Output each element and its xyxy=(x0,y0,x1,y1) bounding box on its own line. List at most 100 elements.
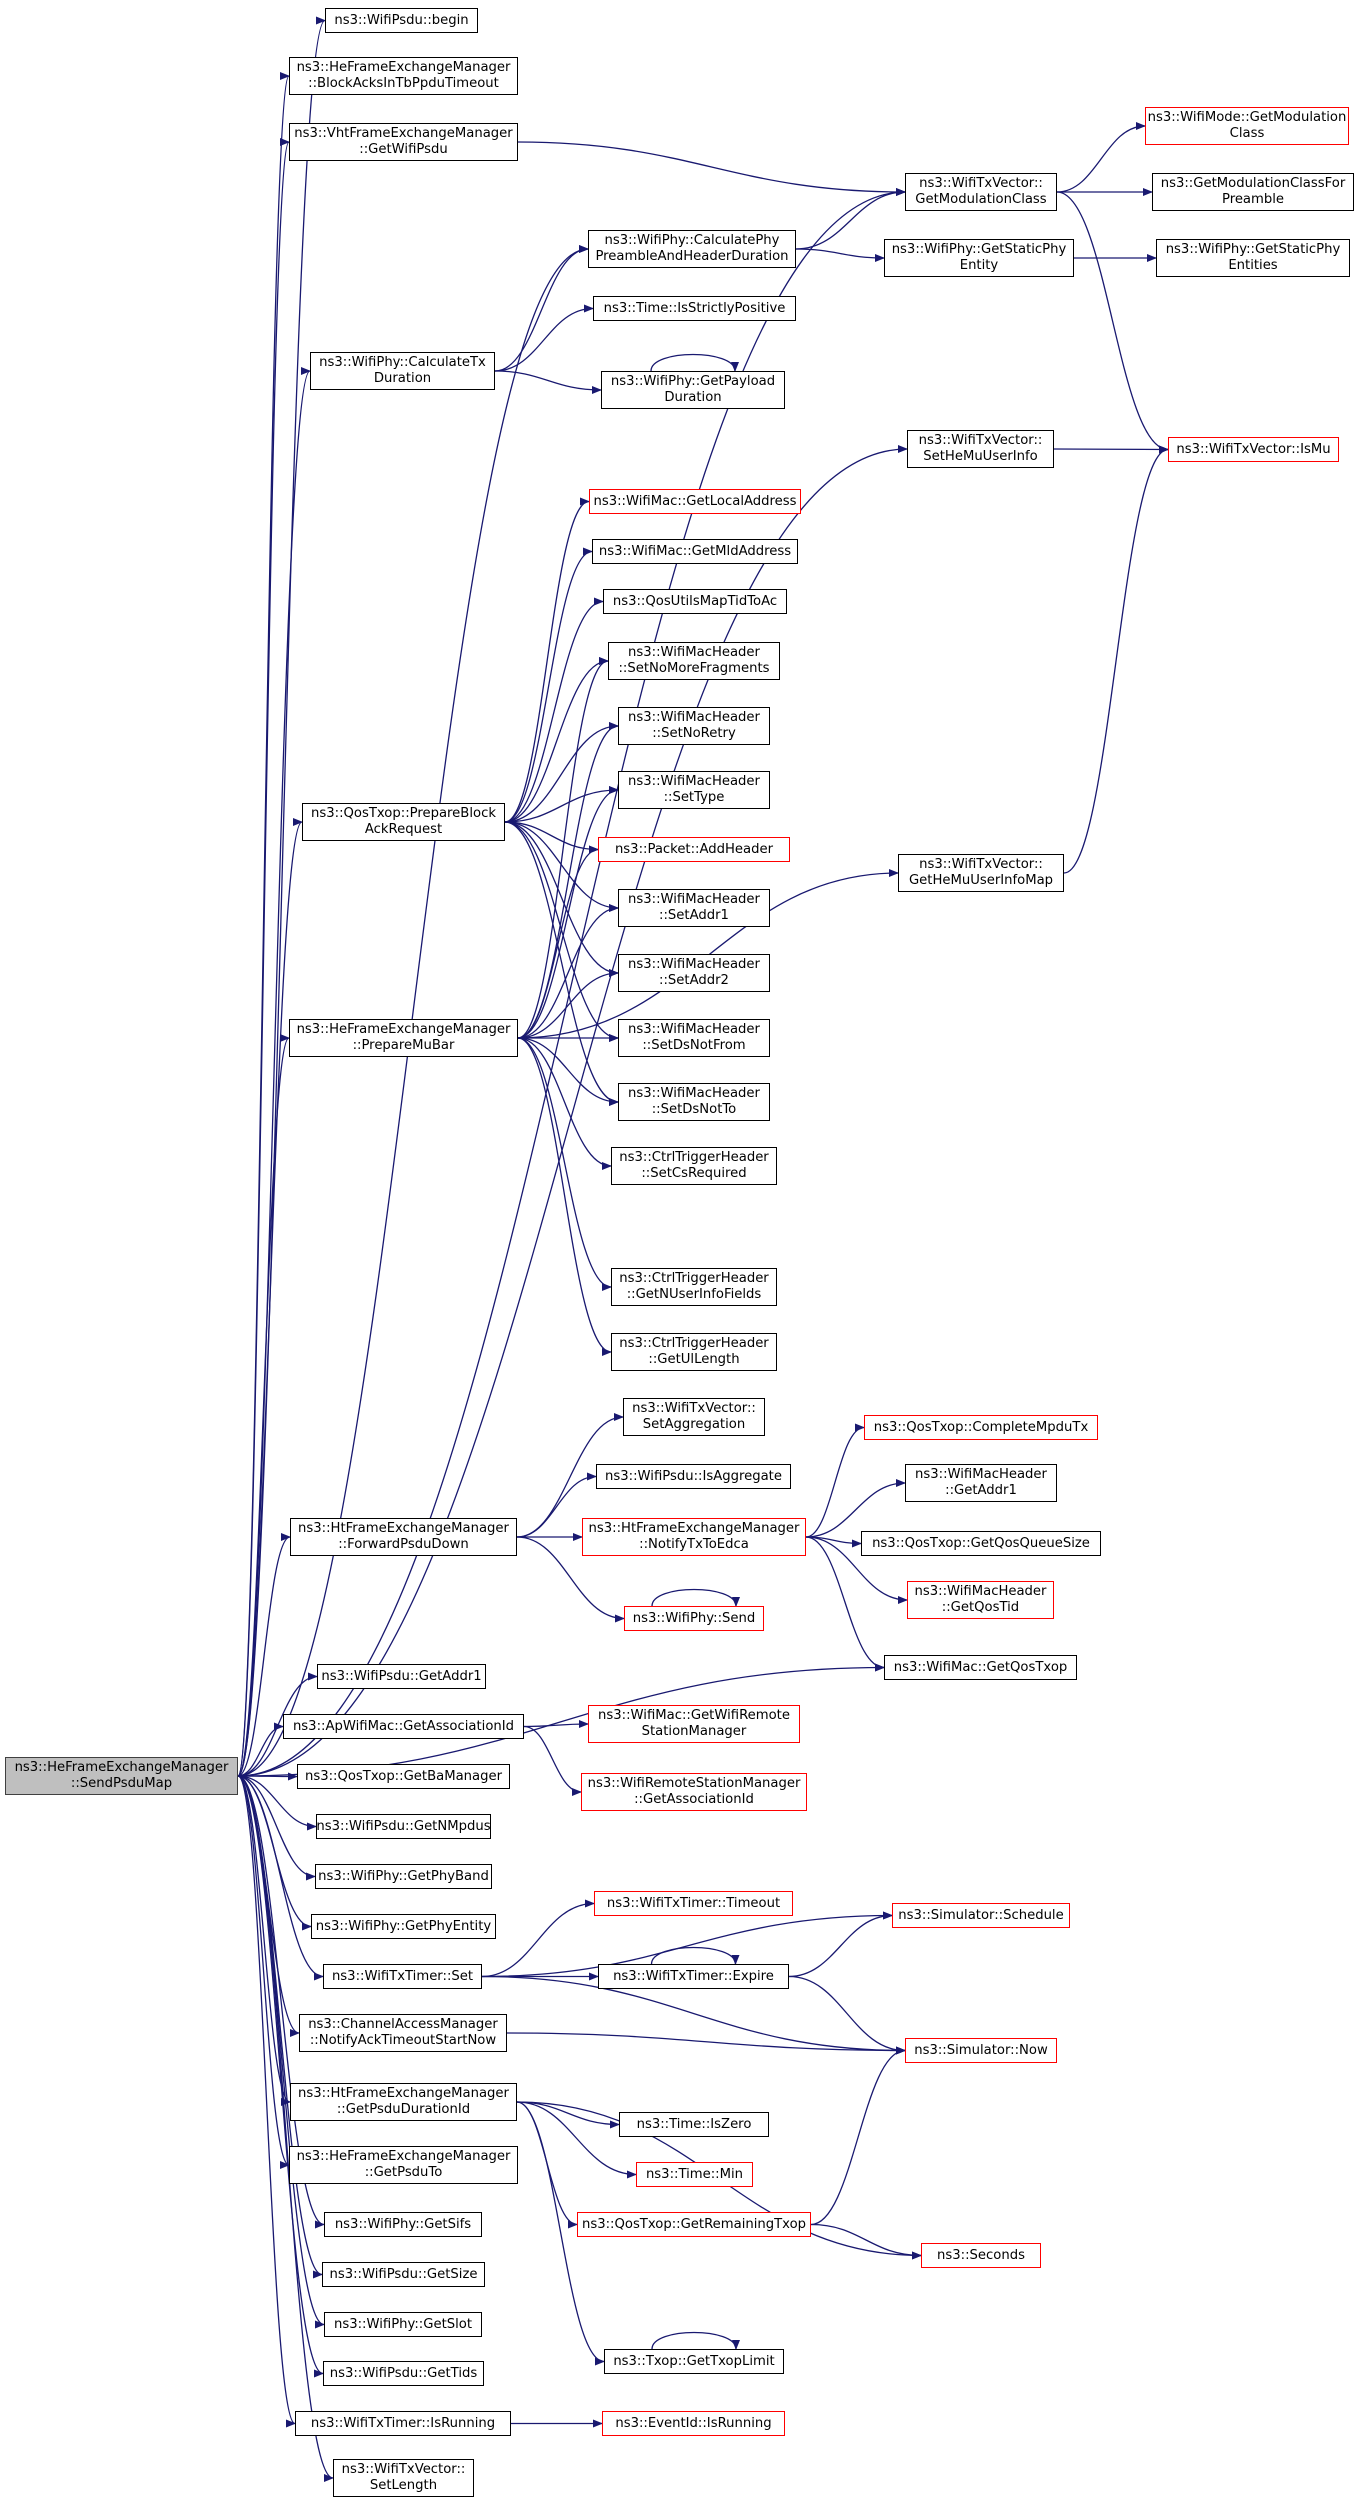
edge-root-to-getnmpdus xyxy=(237,1775,317,1831)
node-getqosqueuesize[interactable]: ns3::QosTxop::GetQosQueueSize xyxy=(861,1531,1101,1556)
node-gethemuuserinfomap[interactable]: ns3::WifiTxVector:: GetHeMuUserInfoMap xyxy=(898,854,1064,892)
node-root: ns3::HeFrameExchangeManager ::SendPsduMa… xyxy=(5,1757,238,1795)
node-getlocaladdress[interactable]: ns3::WifiMac::GetLocalAddress xyxy=(589,489,801,514)
node-getpayloadduration[interactable]: ns3::WifiPhy::GetPayload Duration xyxy=(601,371,785,409)
node-blockacks-tb[interactable]: ns3::HeFrameExchangeManager ::BlockAcksI… xyxy=(289,57,518,95)
edge-root-to-setlength xyxy=(237,1775,334,2482)
edge-forwardpsdudown-to-isaggregate xyxy=(516,1472,597,1538)
node-getmldaddress[interactable]: ns3::WifiMac::GetMldAddress xyxy=(592,539,798,564)
edge-notifytxtoedca-to-completempdutx xyxy=(805,1423,865,1538)
edge-root-to-preparemubar xyxy=(237,1034,290,1777)
node-getsize[interactable]: ns3::WifiPsdu::GetSize xyxy=(322,2262,485,2287)
edge-root-to-timer-isrunning xyxy=(237,1775,296,2428)
node-setnomorefragments[interactable]: ns3::WifiMacHeader ::SetNoMoreFragments xyxy=(608,642,780,680)
node-wifipsdu-begin[interactable]: ns3::WifiPsdu::begin xyxy=(325,8,478,33)
edge-gethemuuserinfomap-to-txv-ismu xyxy=(1063,445,1169,874)
edge-calc-txduration-to-isstrictlypositive xyxy=(494,304,594,372)
node-settype[interactable]: ns3::WifiMacHeader ::SetType xyxy=(618,771,770,809)
edge-root-to-getbamanager xyxy=(237,1772,298,1781)
node-sim-schedule[interactable]: ns3::Simulator::Schedule xyxy=(892,1903,1070,1928)
edge-notifytxtoedca-to-getqostid xyxy=(805,1536,908,1604)
edge-timer-expire-to-timer-expire xyxy=(650,1946,740,1965)
node-setnoretry[interactable]: ns3::WifiMacHeader ::SetNoRetry xyxy=(618,707,770,745)
node-notifytxtoedca[interactable]: ns3::HtFrameExchangeManager ::NotifyTxTo… xyxy=(582,1518,806,1556)
node-setaddr2[interactable]: ns3::WifiMacHeader ::SetAddr2 xyxy=(618,954,770,992)
node-preparemubar[interactable]: ns3::HeFrameExchangeManager ::PrepareMuB… xyxy=(289,1019,518,1057)
edge-root-to-calc-preamble xyxy=(237,245,589,1777)
node-getnmpdus[interactable]: ns3::WifiPsdu::GetNMpdus xyxy=(316,1814,491,1839)
node-timer-isrunning[interactable]: ns3::WifiTxTimer::IsRunning xyxy=(295,2411,511,2436)
node-getstaticphyentity[interactable]: ns3::WifiPhy::GetStaticPhy Entity xyxy=(884,239,1074,277)
node-gettids[interactable]: ns3::WifiPsdu::GetTids xyxy=(323,2361,484,2386)
node-sethemuuserinfo[interactable]: ns3::WifiTxVector:: SetHeMuUserInfo xyxy=(907,430,1054,468)
edge-root-to-wifipsdu-begin xyxy=(237,16,326,1777)
node-addheader[interactable]: ns3::Packet::AddHeader xyxy=(598,837,790,862)
edge-timer-expire-to-sim-schedule xyxy=(788,1911,893,1978)
edge-root-to-getsifs xyxy=(237,1775,325,2229)
node-calc-txduration[interactable]: ns3::WifiPhy::CalculateTx Duration xyxy=(310,352,495,390)
node-getqostxop[interactable]: ns3::WifiMac::GetQosTxop xyxy=(884,1655,1077,1680)
edge-preparebar-to-getmldaddress xyxy=(504,547,593,823)
node-getphyentity[interactable]: ns3::WifiPhy::GetPhyEntity xyxy=(311,1914,496,1939)
node-getmodclass-pre[interactable]: ns3::GetModulationClassFor Preamble xyxy=(1152,173,1354,211)
node-isstrictlypositive[interactable]: ns3::Time::IsStrictlyPositive xyxy=(593,296,796,321)
node-timer-set[interactable]: ns3::WifiTxTimer::Set xyxy=(323,1964,482,1989)
node-time-iszero[interactable]: ns3::Time::IsZero xyxy=(619,2112,769,2137)
node-timer-timeout[interactable]: ns3::WifiTxTimer::Timeout xyxy=(594,1891,793,1916)
node-seconds[interactable]: ns3::Seconds xyxy=(921,2243,1041,2268)
node-getpsduto[interactable]: ns3::HeFrameExchangeManager ::GetPsduTo xyxy=(289,2146,518,2184)
node-getwifiremote[interactable]: ns3::WifiMac::GetWifiRemote StationManag… xyxy=(588,1705,800,1743)
node-getnuserinfofields[interactable]: ns3::CtrlTriggerHeader ::GetNUserInfoFie… xyxy=(611,1268,777,1306)
node-qosutilsmaptid[interactable]: ns3::QosUtilsMapTidToAc xyxy=(603,589,787,614)
edge-getremainingtxop-to-seconds xyxy=(810,2223,922,2260)
edge-preparebar-to-addheader xyxy=(504,821,599,854)
node-eventid-isrunning[interactable]: ns3::EventId::IsRunning xyxy=(602,2411,785,2436)
node-getassociationid[interactable]: ns3::ApWifiMac::GetAssociationId xyxy=(283,1714,524,1739)
node-getstaticphyentities[interactable]: ns3::WifiPhy::GetStaticPhy Entities xyxy=(1156,239,1350,277)
node-wifiphy-send[interactable]: ns3::WifiPhy::Send xyxy=(624,1606,764,1631)
node-getslot[interactable]: ns3::WifiPhy::GetSlot xyxy=(324,2312,482,2337)
node-setdsnotto[interactable]: ns3::WifiMacHeader ::SetDsNotTo xyxy=(618,1083,770,1121)
node-setdsnotfrom[interactable]: ns3::WifiMacHeader ::SetDsNotFrom xyxy=(618,1019,770,1057)
node-getremainingtxop[interactable]: ns3::QosTxop::GetRemainingTxop xyxy=(577,2212,811,2237)
node-getphyband[interactable]: ns3::WifiPhy::GetPhyBand xyxy=(315,1864,492,1889)
node-timer-expire[interactable]: ns3::WifiTxTimer::Expire xyxy=(598,1964,789,1989)
node-setaggregation[interactable]: ns3::WifiTxVector:: SetAggregation xyxy=(623,1398,765,1436)
node-isaggregate[interactable]: ns3::WifiPsdu::IsAggregate xyxy=(596,1464,791,1489)
node-gettxoplimit[interactable]: ns3::Txop::GetTxopLimit xyxy=(604,2349,784,2374)
edge-root-to-getphyband xyxy=(237,1775,316,1881)
node-setaddr1[interactable]: ns3::WifiMacHeader ::SetAddr1 xyxy=(618,889,770,927)
node-mach-getaddr1[interactable]: ns3::WifiMacHeader ::GetAddr1 xyxy=(905,1464,1057,1502)
node-txv-getmodclass[interactable]: ns3::WifiTxVector:: GetModulationClass xyxy=(905,173,1057,211)
edge-root-to-getassociationid xyxy=(237,1722,284,1777)
edge-preparemubar-to-setnomorefragments xyxy=(517,657,609,1039)
edge-root-to-gettids xyxy=(237,1775,324,2378)
node-vht-getwifipsdu[interactable]: ns3::VhtFrameExchangeManager ::GetWifiPs… xyxy=(289,123,518,161)
node-wifimode-getmod[interactable]: ns3::WifiMode::GetModulation Class xyxy=(1145,107,1349,145)
node-preparebar[interactable]: ns3::QosTxop::PrepareBlock AckRequest xyxy=(302,803,505,841)
node-wrsm-getassocid[interactable]: ns3::WifiRemoteStationManager ::GetAssoc… xyxy=(581,1773,807,1811)
edge-preparebar-to-qosutilsmaptid xyxy=(504,597,604,823)
edge-preparebar-to-getlocaladdress xyxy=(504,497,590,823)
node-getpsdudurationid[interactable]: ns3::HtFrameExchangeManager ::GetPsduDur… xyxy=(290,2083,517,2121)
node-cam-notifyack[interactable]: ns3::ChannelAccessManager ::NotifyAckTim… xyxy=(299,2014,507,2052)
node-forwardpsdudown[interactable]: ns3::HtFrameExchangeManager ::ForwardPsd… xyxy=(290,1518,517,1556)
node-getbamanager[interactable]: ns3::QosTxop::GetBaManager xyxy=(297,1764,510,1789)
edge-timer-set-to-sim-now xyxy=(481,1975,906,2055)
node-completempdutx[interactable]: ns3::QosTxop::CompleteMpduTx xyxy=(864,1415,1098,1440)
node-setcsrequired[interactable]: ns3::CtrlTriggerHeader ::SetCsRequired xyxy=(611,1147,777,1185)
edge-txv-getmodclass-to-txv-ismu xyxy=(1056,191,1169,454)
node-txv-ismu[interactable]: ns3::WifiTxVector::IsMu xyxy=(1168,437,1339,462)
node-time-min[interactable]: ns3::Time::Min xyxy=(636,2162,753,2187)
node-getqostid[interactable]: ns3::WifiMacHeader ::GetQosTid xyxy=(907,1581,1054,1619)
node-sim-now[interactable]: ns3::Simulator::Now xyxy=(905,2038,1057,2063)
edge-preparemubar-to-settype xyxy=(517,786,619,1039)
node-setlength[interactable]: ns3::WifiTxVector:: SetLength xyxy=(333,2459,474,2497)
edge-root-to-sethemuuserinfo xyxy=(237,445,908,1777)
edge-getpsdudurationid-to-time-min xyxy=(516,2101,637,2179)
node-getullength[interactable]: ns3::CtrlTriggerHeader ::GetUlLength xyxy=(611,1333,777,1371)
node-calc-preamble[interactable]: ns3::WifiPhy::CalculatePhy PreambleAndHe… xyxy=(588,230,796,268)
node-getsifs[interactable]: ns3::WifiPhy::GetSifs xyxy=(324,2212,482,2237)
node-psdu-getaddr1[interactable]: ns3::WifiPsdu::GetAddr1 xyxy=(317,1664,486,1689)
